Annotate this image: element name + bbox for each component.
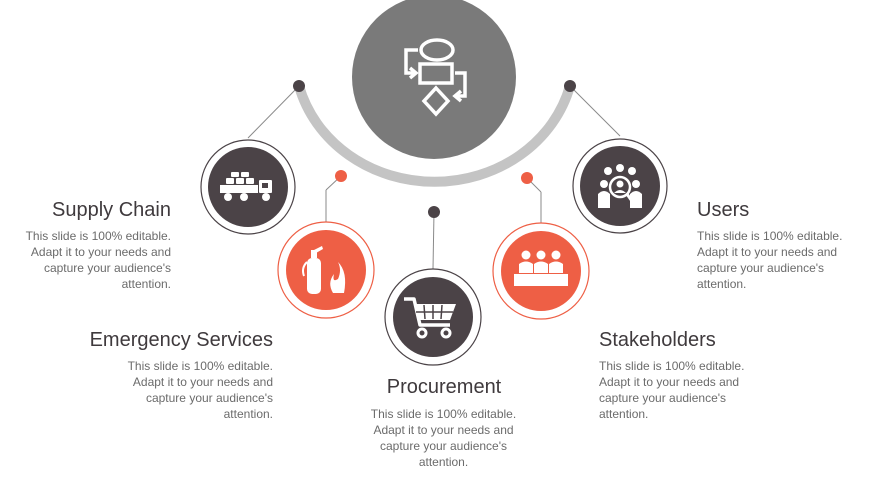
title-procurement: Procurement [386,376,502,398]
desc-stakeholders: This slide is 100% editable. Adapt it to… [599,359,745,421]
arc-dot-emergency [335,170,347,182]
connector-lines [247,85,621,270]
node-procurement [384,268,482,366]
node-emergency-services [277,221,375,319]
title-stakeholders: Stakeholders [599,329,716,351]
arc [294,81,575,187]
connector-users [569,85,621,137]
title-emergency-services: Emergency Services [89,329,273,351]
node-supply-chain [200,139,296,235]
desc-users: This slide is 100% editable. Adapt it to… [697,229,843,291]
center-circle [352,0,516,159]
connector-procurement [432,211,435,270]
arc-dot-stakeholders [521,172,533,184]
shopping-cart-icon [404,297,456,339]
node-users [572,138,668,234]
flowchart-icon [404,38,467,117]
desc-emergency-services: This slide is 100% editable. Adapt it to… [127,359,273,421]
title-supply-chain: Supply Chain [52,199,171,221]
node-stakeholders [492,222,590,320]
arc-dot-supply-chain [293,80,305,92]
arc-dot-procurement [428,206,440,218]
users-group-icon [598,164,642,208]
connector-supply-chain [247,85,300,139]
meeting-icon [514,250,568,286]
desc-supply-chain: This slide is 100% editable. Adapt it to… [25,229,171,291]
arc-dot-users [564,80,576,92]
fire-extinguisher-icon [302,246,346,294]
title-users: Users [697,199,750,221]
desc-procurement: This slide is 100% editable. Adapt it to… [370,407,517,469]
truck-icon [220,172,272,201]
